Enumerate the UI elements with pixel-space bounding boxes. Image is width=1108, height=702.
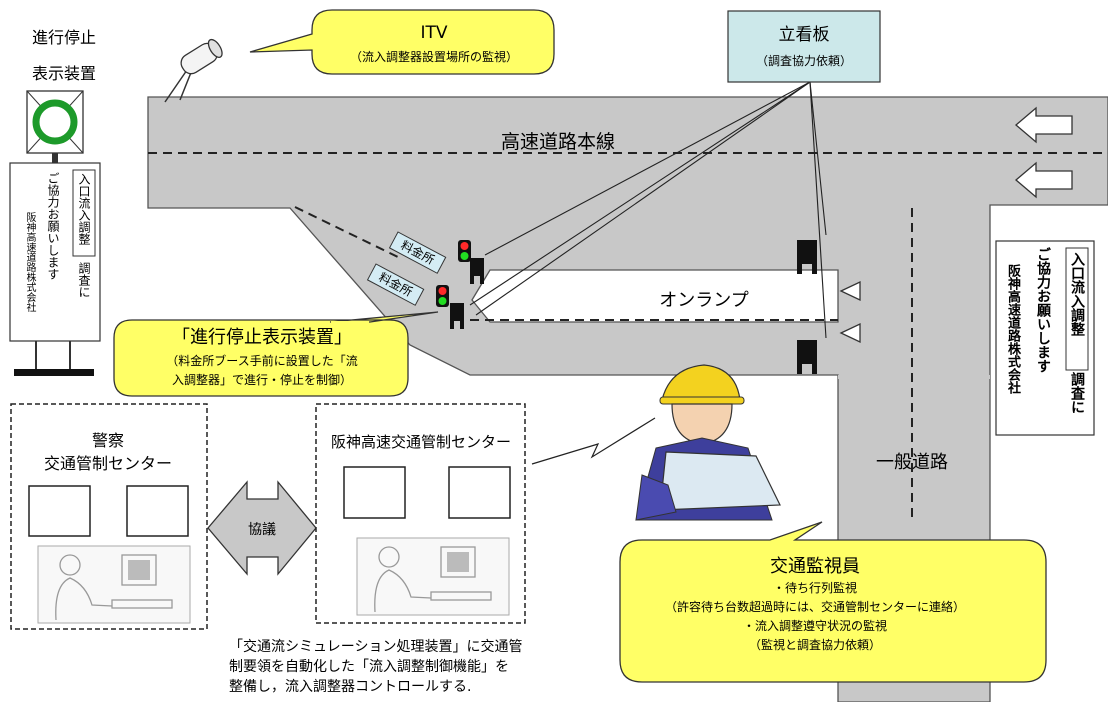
device-label-line1: 進行停止 (32, 28, 96, 47)
stop-go-display-icon (26, 90, 84, 163)
billboard-title: 立看板 (779, 25, 830, 45)
device-label-line2: 表示装置 (32, 64, 96, 83)
caption-line3: 整備し，流入調整器コントロールする. (229, 679, 471, 695)
right-sign-boxed: 入口流入調整 (1069, 252, 1085, 336)
itv-sub: （流入調整器設置場所の監視） (350, 49, 518, 64)
right-sign-line2: ご協力お願いします (1035, 247, 1051, 373)
computer-operator-icon (356, 537, 510, 616)
itv-callout (249, 9, 555, 75)
monitor-line4: （監視と調査協力依頼） (749, 637, 881, 652)
billboard-sub: （調査協力依頼） (756, 53, 852, 68)
triangle-left-icon (839, 280, 861, 302)
arrow-left-icon (1014, 161, 1073, 199)
right-sign-line3: 阪神高速道路株式会社 (1005, 264, 1020, 394)
triangle-left-icon (839, 322, 861, 344)
road-junction (838, 375, 990, 379)
vehicle-icon (450, 303, 464, 329)
main-line-label: 高速道路本線 (501, 131, 615, 153)
arrow-left-icon (1014, 106, 1073, 144)
device-callout-body2: 入調整器」で進行・停止を制御） (172, 372, 352, 387)
police-title-line1: 警察 (92, 431, 124, 450)
caption-line1: 「交通流シミュレーション処理装置」に交通管 (229, 638, 522, 655)
hanshin-monitor (448, 466, 511, 519)
worker-with-map-icon (635, 364, 781, 521)
monitor-title: 交通監視員 (770, 556, 860, 577)
right-sign-line1-rest: 調査に (1069, 372, 1085, 414)
left-sign-line3: 阪神高速道路株式会社 (24, 212, 35, 312)
billboard (727, 10, 881, 83)
itv-title: ITV (420, 23, 447, 43)
vehicle-icon (797, 240, 817, 274)
police-title-line2: 交通管制センター (44, 454, 172, 473)
hanshin-monitor (343, 466, 406, 519)
monitor-callout (619, 521, 1047, 683)
ramp-island (471, 269, 839, 323)
police-monitor (126, 485, 189, 537)
hanshin-title: 阪神高速交通管制センター (331, 433, 511, 451)
device-callout-title: 「進行停止表示装置」 (172, 327, 352, 348)
monitor-line1: ・待ち行列監視 (773, 580, 857, 595)
traffic-signal-icon (458, 240, 471, 262)
left-sign-line1-rest: 調査に (77, 262, 91, 298)
on-ramp-label: オンランプ (659, 290, 748, 311)
billboard-lines (469, 81, 827, 339)
right-sign-board (995, 240, 1095, 436)
camera-icon (164, 38, 223, 103)
police-monitor (28, 485, 91, 537)
left-sign-line2: ご協力お願いします (46, 172, 60, 280)
monitor-line2: （許容待ち台数超過時には、交通管制センターに連絡） (665, 599, 965, 614)
traffic-signal-icon (436, 285, 449, 307)
vehicle-icon (470, 258, 484, 284)
device-callout-body1: （料金所ブース手前に設置した「流 (166, 353, 357, 368)
monitor-line3: ・流入調整遵守状況の監視 (743, 618, 887, 633)
computer-operator-icon (37, 545, 191, 624)
left-sign-board (9, 162, 101, 376)
vehicle-icon (797, 340, 817, 374)
caption-line2: 制要領を自動化した「流入調整制御機能」を (229, 658, 509, 675)
consult-label: 協議 (248, 521, 276, 538)
ramp-merge-divider (294, 206, 401, 259)
tollgate-tag: 料金所 (366, 263, 425, 306)
general-road-label: 一般道路 (876, 452, 948, 473)
radio-link (531, 417, 656, 465)
left-sign-boxed: 入口流入調整 (77, 173, 91, 245)
